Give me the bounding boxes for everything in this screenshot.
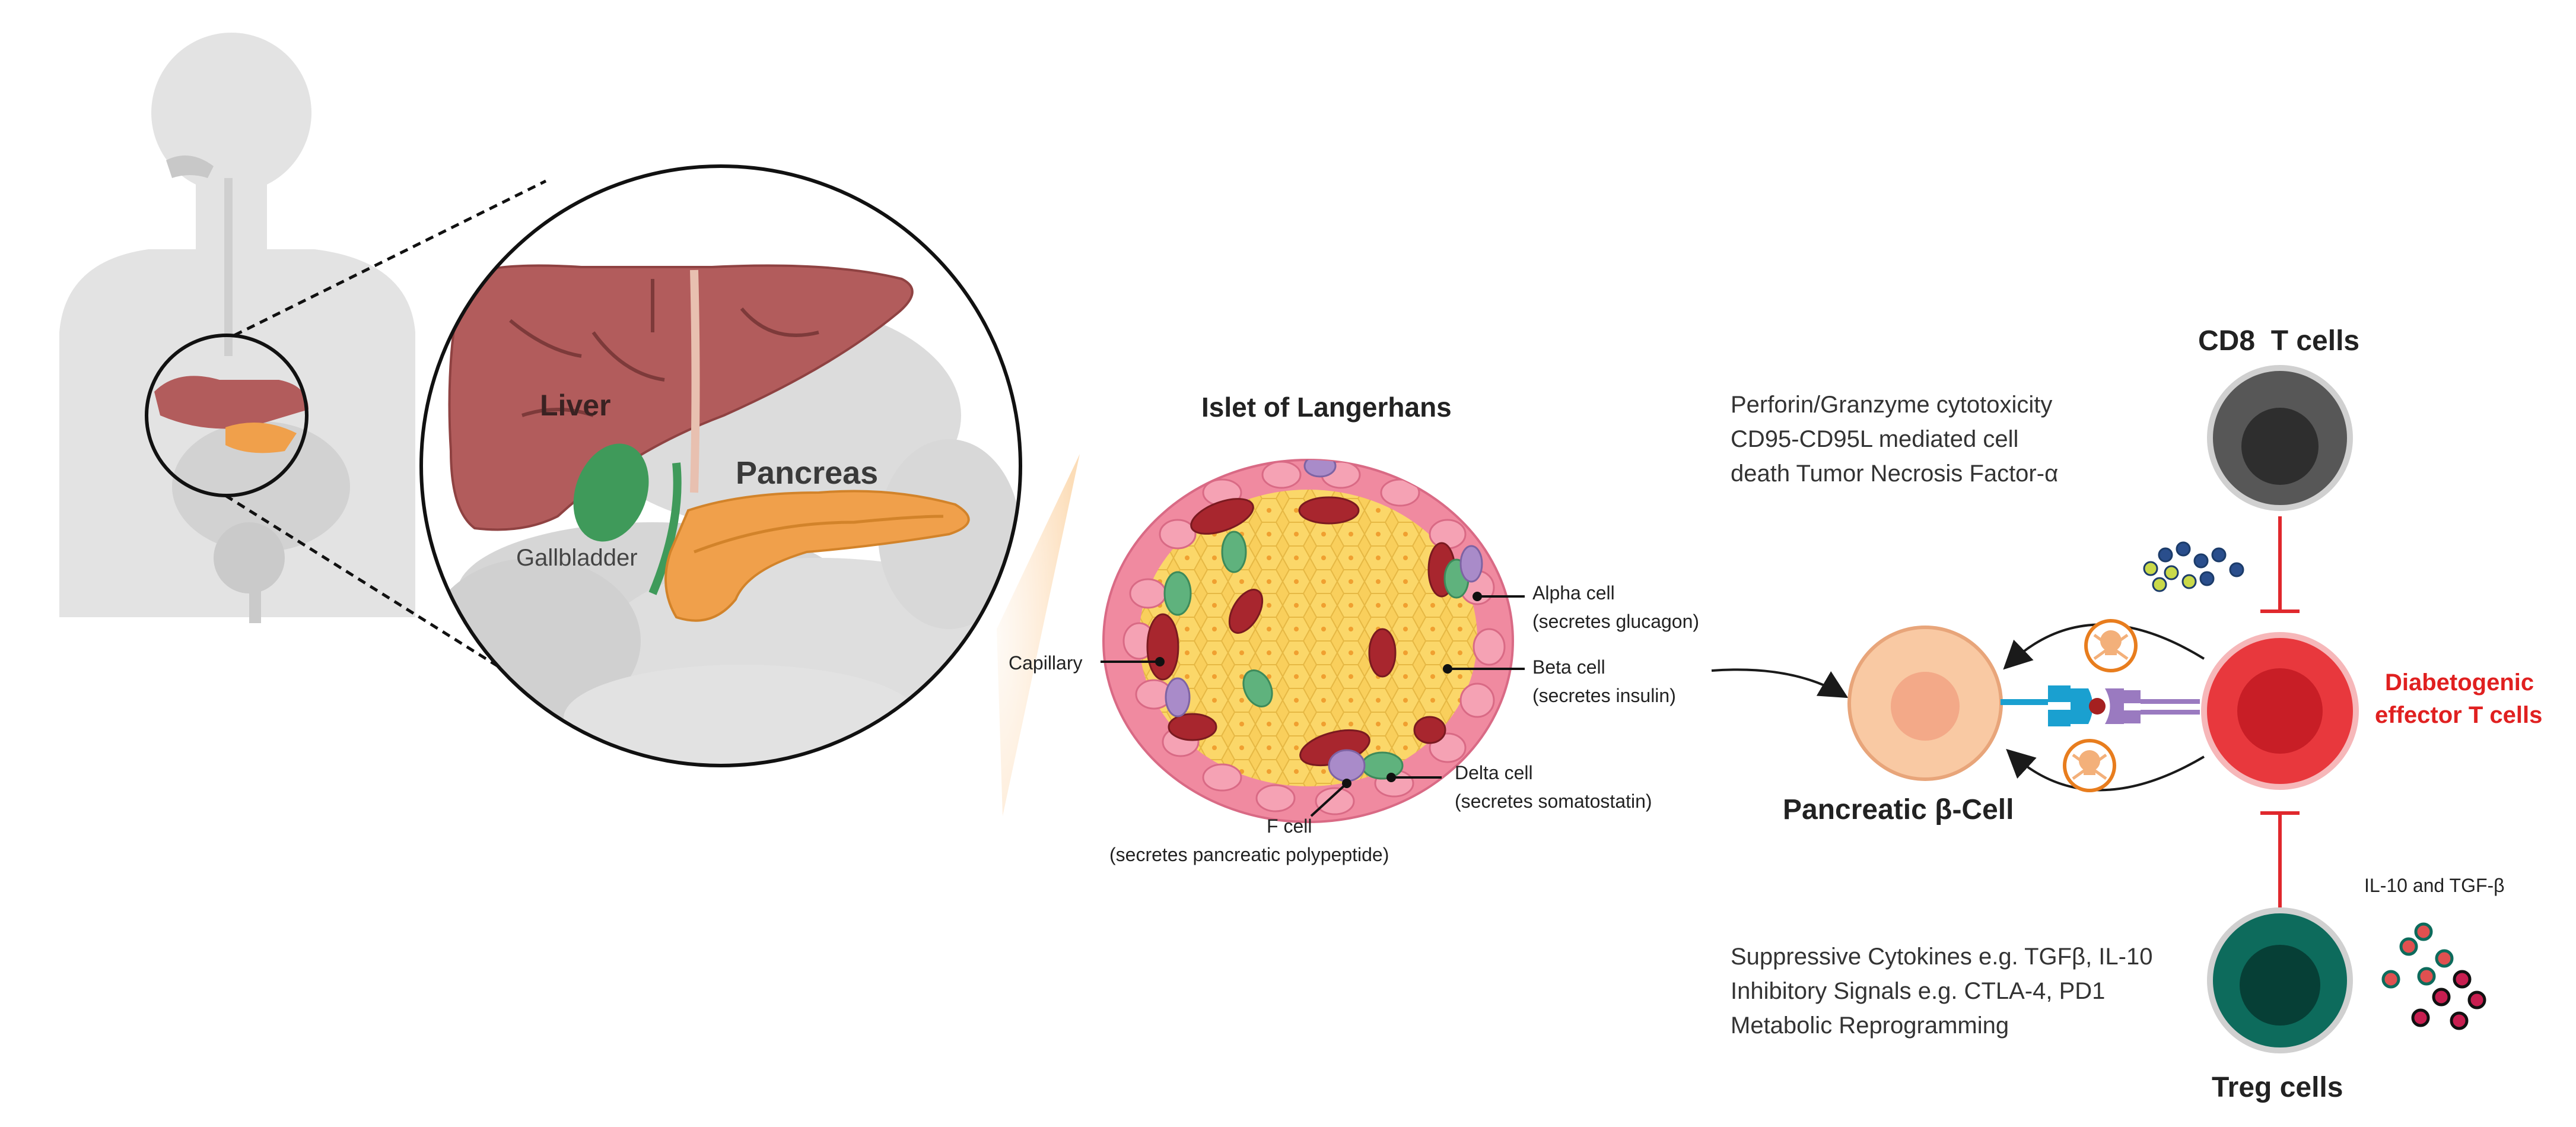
pancreas-shape: [664, 490, 970, 622]
skull-toxin-icon-lower: [2063, 739, 2116, 792]
pancreatic-beta-cell: [1847, 626, 2003, 781]
beta-cell-desc: (secretes insulin): [1532, 685, 1676, 706]
effector-t-cell: [2201, 632, 2359, 790]
alpha-cell-desc: (secretes glucagon): [1532, 611, 1699, 632]
f-cell-desc: (secretes pancreatic polypeptide): [1109, 844, 1389, 865]
islet-of-langerhans: [1102, 459, 1514, 823]
suppress-line-1: Suppressive Cytokines e.g. TGFβ, IL-10: [1731, 944, 2152, 970]
cd8-title: CD8 T cells: [2198, 325, 2359, 357]
treg-inhibition-bar: [2260, 811, 2300, 908]
projection-line-bottom: [224, 494, 520, 681]
delta-cell-label: Delta cell: [1455, 762, 1533, 783]
islet-to-beta-arrow: [1711, 668, 1849, 699]
cytotoxicity-line-1: Perforin/Granzyme cytotoxicity: [1731, 392, 2052, 418]
suppress-line-3: Metabolic Reprogramming: [1731, 1012, 2009, 1039]
treg-cell: [2207, 907, 2353, 1053]
alpha-cell-label: Alpha cell: [1532, 582, 1615, 604]
il10-label: IL-10 and TGF-β: [2364, 875, 2505, 896]
cytotoxicity-line-3: death Tumor Necrosis Factor-α: [1731, 461, 2058, 487]
cytotoxicity-line-2: CD95-CD95L mediated cell: [1731, 426, 2018, 452]
capillary-label: Capillary: [1009, 652, 1082, 674]
suppress-line-2: Inhibitory Signals e.g. CTLA-4, PD1: [1731, 978, 2105, 1004]
f-cell-label: F cell: [1267, 815, 1312, 837]
projection-line-top: [233, 179, 547, 337]
gallbladder-label: Gallbladder: [516, 545, 638, 571]
human-silhouette: [59, 33, 415, 623]
organ-zoom-circle: [419, 164, 1022, 767]
cd8-cytokines: [2143, 541, 2244, 592]
delta-cell-desc: (secretes somatostatin): [1455, 791, 1652, 812]
zoom-cone: [997, 454, 1080, 816]
cd8-t-cell: [2207, 365, 2353, 511]
islet-leaders: [1101, 592, 1525, 817]
cd8-inhibition-bar: [2260, 516, 2300, 613]
treg-cytokines: [2381, 922, 2486, 1030]
effector-label-2: effector T cells: [2375, 702, 2542, 728]
beta-cell-label: Beta cell: [1532, 656, 1605, 678]
beta-cell-title: Pancreatic β-Cell: [1783, 794, 2014, 826]
pancreas-label: Pancreas: [736, 455, 878, 491]
treg-title: Treg cells: [2212, 1072, 2343, 1103]
effector-label-1: Diabetogenic: [2385, 669, 2534, 696]
skull-toxin-icon-upper: [2084, 619, 2138, 672]
islet-title: Islet of Langerhans: [1201, 392, 1452, 423]
gallbladder-shape: [573, 443, 649, 542]
liver-shape: [448, 264, 914, 531]
liver-label: Liver: [540, 389, 611, 422]
receptor-complex: [2001, 685, 2200, 726]
